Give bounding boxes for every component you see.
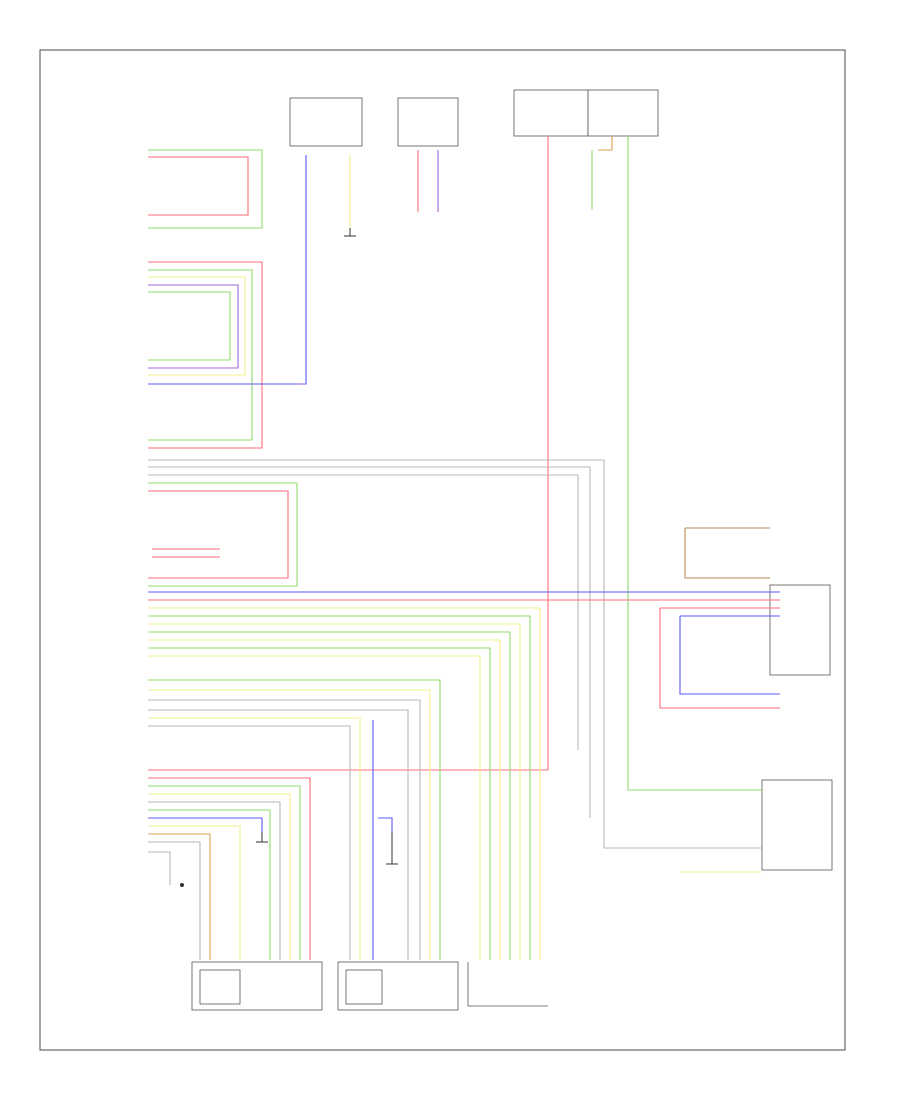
wire-yellow <box>148 655 481 960</box>
wire-green <box>148 615 531 960</box>
wire-yellow <box>148 276 246 376</box>
wire-blue <box>148 817 263 832</box>
wire-green <box>148 647 491 960</box>
wire-green <box>627 136 762 791</box>
top-left-component <box>289 97 363 147</box>
ground-symbol-4 <box>180 883 184 887</box>
bottom-component-1-inner <box>199 969 241 1005</box>
wire-yellow <box>148 793 291 960</box>
right-module-2-box <box>769 584 831 676</box>
wire-gray <box>148 699 421 960</box>
wire-yellow <box>148 623 521 960</box>
right-module-4-box <box>761 779 833 871</box>
wire-gray <box>148 474 579 750</box>
wire-red <box>148 136 549 771</box>
top-mid-component <box>397 97 459 147</box>
wire-green <box>148 291 231 361</box>
wire-green <box>148 631 511 960</box>
wire-red <box>659 607 780 709</box>
wire-violet <box>148 284 239 369</box>
wire-green <box>148 149 263 229</box>
top-right-component-1 <box>513 89 589 137</box>
top-right-component-2 <box>587 89 659 137</box>
ground-symbol-1 <box>344 228 356 237</box>
wire-gray <box>148 801 281 960</box>
wire-red <box>148 490 289 579</box>
bottom-component-2-inner <box>345 969 383 1005</box>
wire-orange <box>598 136 613 151</box>
wire-gray <box>148 459 762 849</box>
wire-gray <box>148 841 201 960</box>
ground-symbol-2 <box>256 832 268 843</box>
ground-symbol-3 <box>386 832 398 865</box>
wire-green <box>148 679 441 960</box>
wire-blue <box>679 615 780 695</box>
wire-red <box>148 777 311 960</box>
wire-red <box>148 156 249 216</box>
wire-gray <box>148 725 351 960</box>
wire-yellow <box>148 825 241 960</box>
wire-yellow <box>148 607 541 960</box>
wire-brown <box>684 527 770 579</box>
wire-green <box>148 269 253 441</box>
diagram-frame <box>39 49 846 1051</box>
wire-yellow <box>148 717 361 960</box>
wire-gray <box>148 709 409 960</box>
wire-yellow <box>148 689 431 960</box>
wire-gray <box>148 851 171 885</box>
wire-yellow <box>148 639 501 960</box>
wire-blue <box>378 817 393 832</box>
wire-gray <box>148 466 591 818</box>
wire-green <box>148 482 298 587</box>
wire-green <box>148 785 301 960</box>
bottom-component-3-outline <box>467 962 548 1007</box>
wire-red <box>148 261 263 449</box>
wires <box>148 136 780 960</box>
wire-green <box>148 809 271 960</box>
wire-orange <box>148 833 211 960</box>
